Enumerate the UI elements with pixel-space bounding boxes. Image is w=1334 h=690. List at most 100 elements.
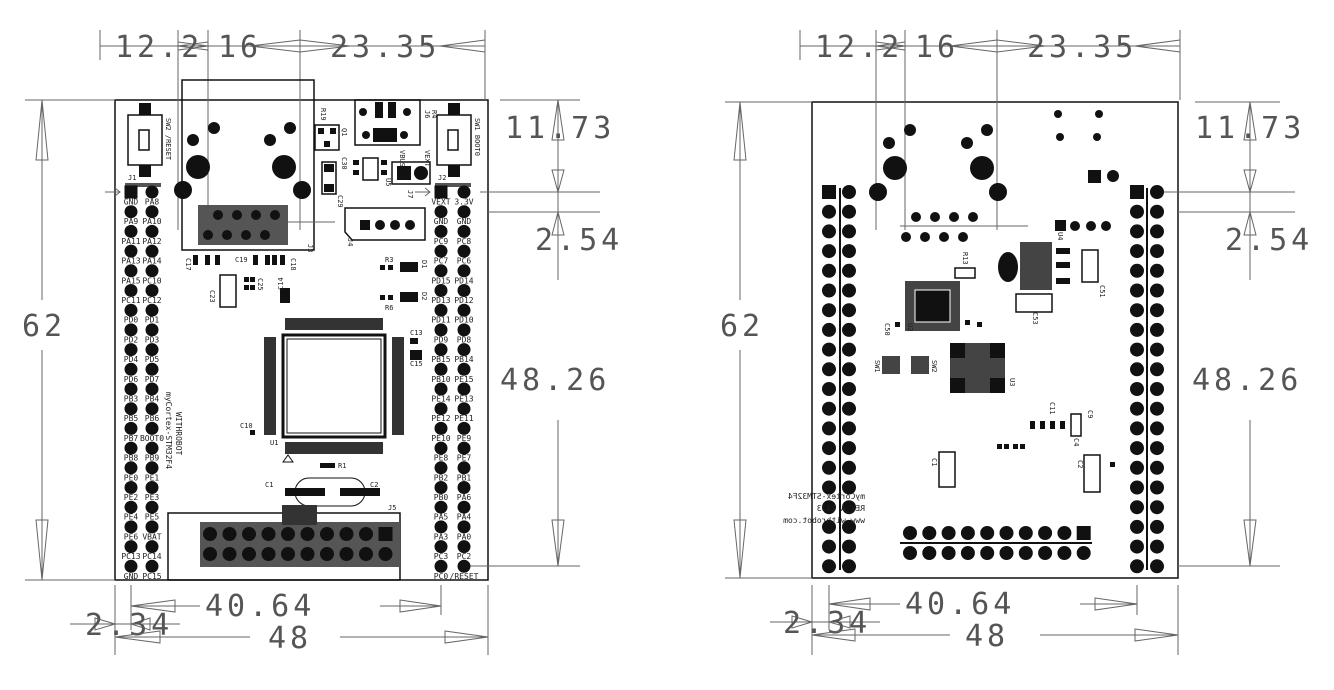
pin-label: GND [434, 217, 449, 226]
usb-connector-j6: J6 R4 [354, 99, 438, 146]
header-pin [822, 204, 836, 219]
c53-label: C53 [1031, 312, 1039, 325]
pin-label: PC2 [457, 552, 472, 561]
header-pin [457, 244, 471, 258]
header-pin [124, 284, 138, 297]
passive-labels-top: C17 C19 C18 C23 C25 C14 R3 R6 D1 D2 C13 … [184, 256, 428, 489]
header-pin [434, 559, 448, 573]
header-pin [145, 244, 159, 258]
c17-label: C17 [184, 258, 192, 271]
d2-label: D2 [420, 292, 428, 300]
header-pin [1130, 519, 1144, 534]
header-pin [1130, 480, 1144, 495]
header-pin [124, 481, 138, 494]
transistor-q1: Q1 R19 [314, 108, 348, 151]
boot0-switch: SW1 BOOT0 [436, 103, 481, 177]
header-pin [1130, 500, 1144, 515]
header-pin [434, 343, 448, 357]
header-pin [434, 244, 448, 258]
header-pin [359, 547, 373, 561]
pin-label: PC12 [142, 296, 161, 305]
dim-62: 62 [22, 309, 66, 344]
pin-label: VBAT [142, 532, 161, 541]
header-pin [822, 244, 836, 259]
header-pin [124, 244, 138, 258]
header-pin [124, 303, 138, 317]
header-pin [842, 204, 856, 219]
pin-label: 3.3V [454, 198, 473, 207]
bottom-silkscreen-text: myCortex-STM32F4 REV_A 1433 www.withrobo… [783, 492, 865, 525]
header-pin [1130, 382, 1144, 396]
header-pin [145, 343, 159, 357]
u5-label: U5 [384, 178, 392, 186]
header-pin-square [822, 185, 836, 199]
header-pin [1130, 421, 1144, 436]
header-pin [145, 481, 159, 494]
pin-label: PE10 [431, 434, 450, 443]
header-pin [261, 547, 276, 561]
sw1-label: SW1 BOOT0 [473, 118, 481, 156]
header-pin [1150, 559, 1164, 574]
header-pin [222, 547, 237, 561]
header-pin [124, 520, 138, 534]
capacitor-c23 [219, 274, 237, 308]
header-pin [434, 500, 448, 514]
pin-label: VEXT [431, 198, 450, 207]
header-pin [457, 264, 471, 278]
c23-label: C23 [208, 290, 216, 303]
c9-label: C9 [1086, 410, 1094, 418]
header-pin [145, 284, 159, 297]
c1-label: C1 [265, 481, 273, 489]
pin-label: PA5 [434, 513, 449, 522]
dim-23-35: 23.35 [330, 30, 440, 65]
capacitor-c29: C29 [321, 161, 344, 208]
c2-label: C2 [1076, 460, 1084, 468]
pin-label: PD15 [431, 276, 450, 285]
pin-label: PE7 [457, 454, 472, 463]
header-pin [1130, 322, 1144, 337]
c19-label: C19 [235, 256, 248, 264]
pin-label: PE12 [431, 414, 450, 423]
connector-j4: J4 [344, 207, 426, 246]
pin-label: PA15 [121, 276, 140, 285]
header-pin [1150, 244, 1164, 259]
header-pin [822, 342, 836, 357]
bottom-view-board: 12.2 16 23.35 62 11.73 2.54 48.26 40.64 … [720, 30, 1309, 655]
revision-text: REV_A 1433 [817, 504, 865, 513]
dim-12-2: 12.2 [815, 30, 903, 65]
pin-label: GND [457, 217, 472, 226]
header-pin [339, 547, 354, 561]
pin-label: PE9 [457, 434, 472, 443]
pin-label: PD5 [145, 355, 160, 364]
dim-48-26: 48.26 [500, 363, 610, 398]
pin-label: PD0 [124, 316, 139, 325]
bottom-dimensions: 12.2 16 23.35 62 11.73 2.54 48.26 40.64 … [720, 30, 1309, 655]
pin-label: PB14 [454, 355, 473, 364]
pin-label: PE8 [434, 454, 449, 463]
pin-label: PB0 [434, 493, 449, 502]
header-pin [457, 224, 471, 238]
header-pin [1076, 546, 1091, 560]
header-pin [124, 362, 138, 376]
header-pin [1057, 526, 1072, 540]
pin-label: PE4 [124, 513, 139, 522]
pin-label: PE0 [124, 473, 139, 482]
header-pin [822, 382, 836, 396]
header-pin [842, 382, 856, 396]
header-pin [203, 527, 217, 541]
pin-label: PC11 [121, 296, 140, 305]
header-pin [457, 303, 471, 317]
header-pin [842, 303, 856, 318]
r13-label: R13 [961, 252, 969, 265]
header-pin [434, 284, 448, 297]
header-pin [124, 540, 138, 554]
d1-label: D1 [420, 260, 428, 268]
bottom-components: U2 U3 C50 C51 C53 R13 U4 SW1 SW2 C1 C2 C… [873, 232, 1115, 493]
header-pin [203, 547, 217, 561]
sw2-label: SW2 /RESET [164, 118, 172, 161]
website-text: www.withrobot.com [783, 516, 865, 525]
pin-label: PA4 [457, 513, 472, 522]
pin-label: PC8 [457, 237, 472, 246]
header-pin [457, 500, 471, 514]
header-pin [960, 546, 975, 560]
